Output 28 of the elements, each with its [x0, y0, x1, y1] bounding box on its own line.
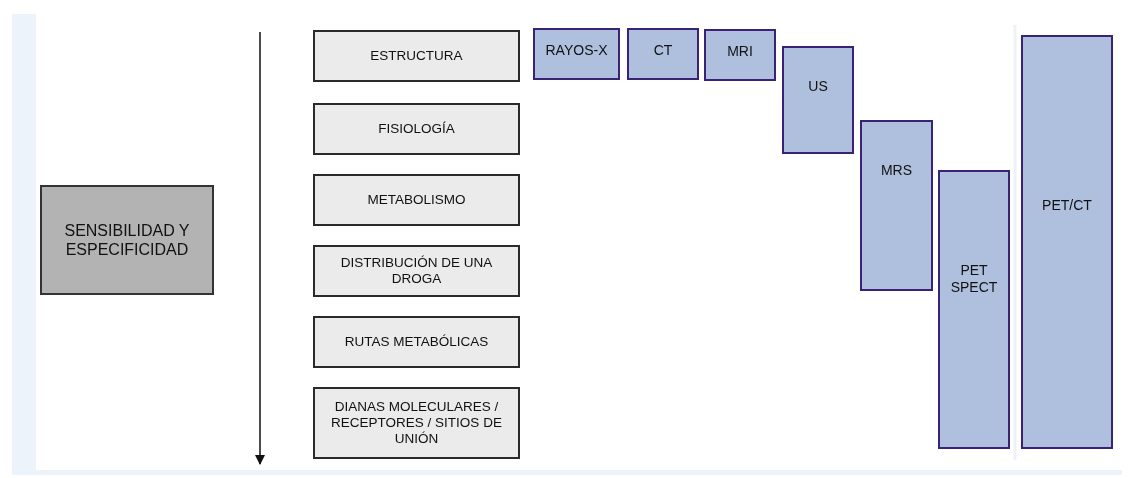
box-label: PET/CT: [1042, 197, 1092, 214]
modality-box: [782, 46, 854, 154]
box-label: METABOLISMO: [367, 191, 466, 209]
box-label: CT: [653, 42, 673, 59]
box-label: RAYOS-X: [545, 42, 608, 59]
modality-box: [860, 120, 933, 291]
level-box: [313, 245, 520, 297]
modality-box: [1021, 35, 1113, 449]
box-label: DIANAS MOLECULARES / RECEPTORES / SITIOS DE UNIÓN: [330, 398, 503, 448]
modality-box: [938, 170, 1010, 449]
box-label: MRI: [727, 43, 753, 60]
modality-box: [627, 28, 699, 80]
level-box: [313, 174, 520, 226]
box-label: ESTRUCTURA: [370, 47, 463, 65]
modality-box: [704, 29, 776, 81]
box-label: MRS: [880, 162, 913, 179]
box-label: DISTRIBUCIÓN DE UNA DROGA: [339, 254, 494, 288]
modality-box: [533, 28, 620, 80]
level-box: [313, 30, 520, 82]
box-label: SENSIBILIDAD Y ESPECIFICIDAD: [63, 220, 191, 260]
box-label: US: [808, 78, 828, 95]
level-box: [313, 387, 520, 459]
box-label: RUTAS METABÓLICAS: [344, 333, 489, 351]
category-box: [40, 185, 214, 295]
level-box: [313, 103, 520, 155]
box-label: FISIOLOGÍA: [378, 120, 455, 138]
level-box: [313, 316, 520, 368]
box-label: PET SPECT: [949, 262, 999, 296]
